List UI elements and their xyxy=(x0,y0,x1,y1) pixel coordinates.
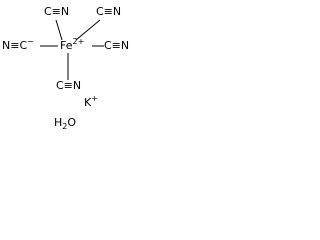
ligand-right: C≡N xyxy=(104,40,129,52)
bond-fe-top-left xyxy=(55,19,63,41)
water-h: H xyxy=(54,116,63,129)
ligand-bottom-label: C≡N xyxy=(56,79,82,92)
fe-center: Fe2+ xyxy=(60,37,85,53)
water-subscript: 2 xyxy=(62,122,68,131)
ligand-top-left-label: C≡N xyxy=(44,5,70,18)
counter-ion-charge: + xyxy=(91,94,98,103)
ligand-right-label: C≡N xyxy=(104,39,130,52)
ligand-bottom: C≡N xyxy=(56,80,81,92)
bond-lines xyxy=(40,19,104,80)
ligand-top-right-label: C≡N xyxy=(96,5,122,18)
fe-charge: 2+ xyxy=(72,37,85,46)
chemical-structure: C≡N C≡N N≡C− Fe2+ C≡N C≡N K+ H2O xyxy=(0,0,136,136)
counter-ion: K+ xyxy=(84,94,98,110)
water-molecule: H2O xyxy=(54,116,77,132)
water-o: O xyxy=(67,116,77,129)
fe-label: Fe xyxy=(60,39,73,52)
ligand-left-label: N≡C xyxy=(2,39,28,52)
ligand-top-left: C≡N xyxy=(44,6,69,18)
ligand-left: N≡C− xyxy=(2,37,34,53)
counter-ion-label: K xyxy=(84,96,92,109)
ligand-left-charge: − xyxy=(27,37,34,46)
bond-fe-top-right xyxy=(75,19,101,41)
ligand-top-right: C≡N xyxy=(96,6,121,18)
